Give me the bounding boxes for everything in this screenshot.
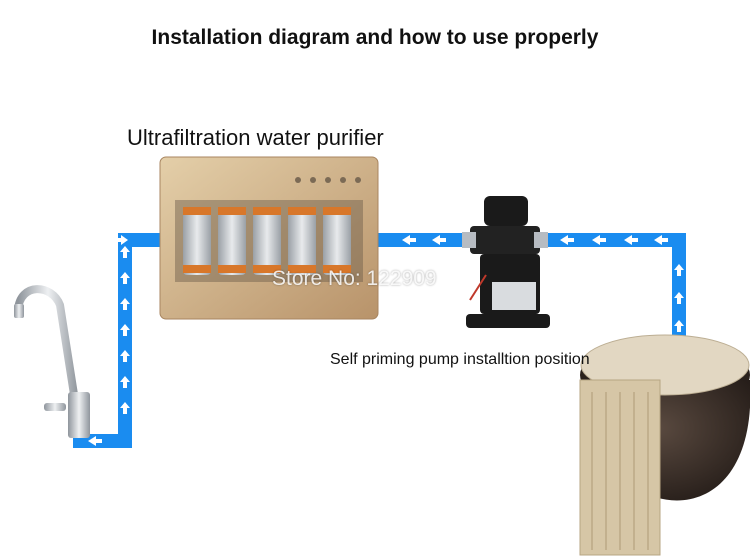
flow-arrow-icon [115,235,128,245]
flow-arrow-icon [624,235,638,245]
faucet-icon [14,285,90,438]
pump-icon [462,196,550,328]
flow-arrow-icon [674,320,684,332]
flow-arrow-icon [560,235,574,245]
flow-arrow-icon [654,235,668,245]
flow-arrow-icon [120,272,130,284]
store-watermark: Store No: 122909 [272,267,437,290]
purifier-buttons [295,177,361,183]
filter-cartridges [183,207,351,275]
flow-arrow-icon [120,324,130,336]
diagram-title: Installation diagram and how to use prop… [151,26,599,49]
flow-arrow-icon [432,235,446,245]
flow-arrow-icon [402,235,416,245]
pump-label: Self priming pump installtion position [330,351,590,368]
flow-arrow-icon [120,246,130,258]
purifier-label: Ultrafiltration water purifier [127,125,384,150]
flow-arrow-icon [120,298,130,310]
flow-arrow-icon [120,402,130,414]
flow-arrow-icon [674,264,684,276]
flow-arrow-icon [120,350,130,362]
flow-arrow-icon [592,235,606,245]
tank-icon [579,334,750,556]
purifier-unit [159,156,379,320]
flow-arrow-icon [674,292,684,304]
flow-arrow-icon [88,436,102,446]
flow-arrow-icon [120,376,130,388]
flow-arrows [88,235,684,446]
